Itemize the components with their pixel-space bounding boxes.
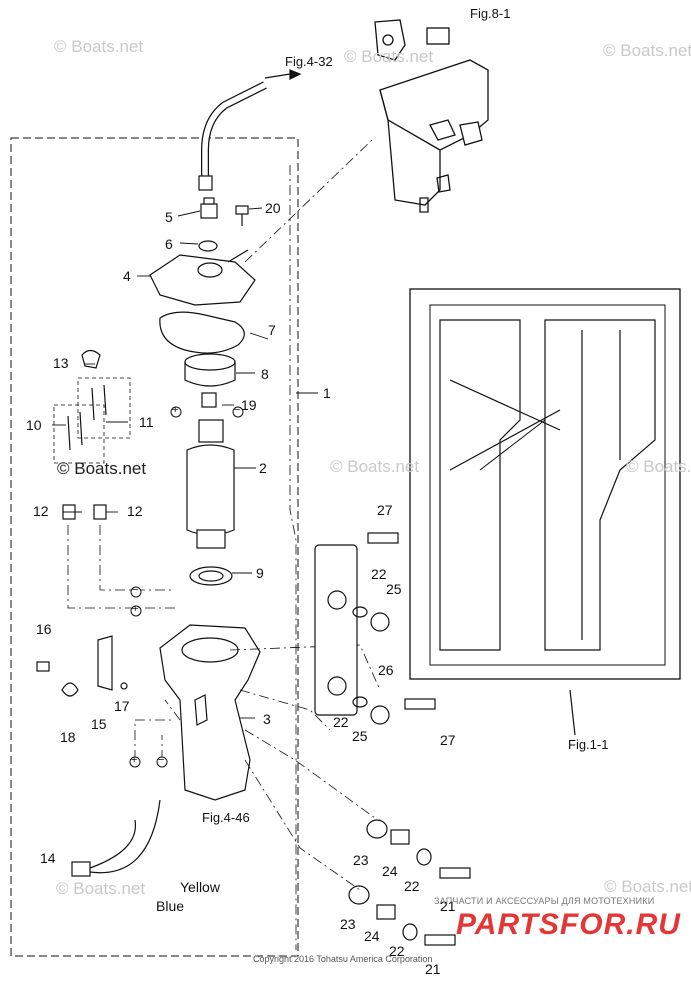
washer-22c [416, 848, 432, 866]
part-number-22a[interactable]: 22 [371, 566, 387, 582]
bolt-27a [367, 532, 399, 544]
bushing-25b [370, 705, 390, 725]
part-number-25b[interactable]: 25 [352, 728, 368, 744]
part-number-19[interactable]: 19 [241, 397, 257, 413]
part-number-12b[interactable]: 12 [127, 503, 143, 519]
watermark: © Boats.net [604, 877, 691, 896]
pump-cover-4 [149, 249, 256, 306]
polarity-plus: + [131, 754, 138, 766]
part-number-10[interactable]: 10 [26, 417, 42, 433]
watermark: © Boats.net [54, 37, 144, 56]
partsfor-watermark: ЗАПЧАСТИ И АКСЕССУАРЫ ДЛЯ МОТОТЕХНИКИ PA… [434, 896, 684, 946]
gasket-7 [159, 311, 245, 354]
washer-22d [402, 923, 418, 941]
watermark: © Boats.net [330, 457, 420, 476]
grommet-23a [366, 819, 388, 839]
part-number-27a[interactable]: 27 [377, 502, 393, 518]
bolt-16 [36, 661, 50, 672]
bracket-15 [97, 635, 113, 691]
part-number-24a[interactable]: 24 [382, 863, 398, 879]
ring-nut-8 [184, 353, 236, 387]
vapor-separator [374, 19, 489, 213]
fitting-5 [200, 197, 218, 219]
fig-ref-1-1[interactable]: Fig.1-1 [568, 737, 609, 752]
part-number-5[interactable]: 5 [165, 209, 173, 225]
screw-20 [235, 205, 249, 226]
part-number-4[interactable]: 4 [123, 268, 131, 284]
part-number-7[interactable]: 7 [268, 322, 276, 338]
part-number-26[interactable]: 26 [378, 662, 394, 678]
bushing-25a [370, 612, 390, 632]
part-number-15[interactable]: 15 [91, 716, 107, 732]
watermark: © Boats.net [626, 457, 691, 476]
watermark-dark: © Boats.net [57, 459, 147, 478]
part-number-21a[interactable]: 21 [440, 898, 456, 914]
watermark: © Boats.net [344, 47, 434, 66]
wire-label-yellow: Yellow [180, 879, 220, 895]
part-number-9[interactable]: 9 [256, 565, 264, 581]
polarity-minus: − [158, 754, 165, 766]
part-number-1[interactable]: 1 [323, 385, 331, 401]
part-number-3[interactable]: 3 [263, 711, 271, 727]
part-number-8[interactable]: 8 [261, 366, 269, 382]
part-number-25a[interactable]: 25 [386, 581, 402, 597]
part-number-23b[interactable]: 23 [340, 916, 356, 932]
wire-blue [89, 799, 161, 874]
part-number-12a[interactable]: 12 [33, 503, 49, 519]
part-number-23a[interactable]: 23 [353, 852, 369, 868]
fig-ref-4-32[interactable]: Fig.4-32 [285, 54, 333, 69]
wire-yellow [89, 819, 137, 869]
clip-13 [81, 349, 101, 369]
washer-22a [352, 606, 368, 618]
clamp-18 [61, 682, 79, 697]
fig-ref-8-1[interactable]: Fig.8-1 [470, 6, 511, 21]
bolt-21a [439, 867, 471, 879]
bolt-27b [404, 698, 436, 710]
part-number-18[interactable]: 18 [60, 729, 76, 745]
part-number-20[interactable]: 20 [265, 200, 281, 216]
part-number-24b[interactable]: 24 [364, 928, 380, 944]
polarity-plus: + [172, 404, 179, 416]
fig-ref-4-46[interactable]: Fig.4-46 [202, 810, 250, 825]
clip-box-10 [53, 404, 105, 464]
part-number-27b[interactable]: 27 [440, 732, 456, 748]
bolt-21b [424, 934, 456, 946]
assembly-boundary [10, 137, 299, 957]
grommet-9 [189, 566, 233, 586]
washer-17 [120, 682, 128, 690]
grommet-23b [348, 885, 370, 905]
part-number-22d[interactable]: 22 [389, 943, 405, 959]
engine-block-inset [409, 288, 681, 736]
part-number-17[interactable]: 17 [114, 698, 130, 714]
brand-tagline: ЗАПЧАСТИ И АКСЕССУАРЫ ДЛЯ МОТОТЕХНИКИ [434, 896, 655, 906]
collar-24a [390, 829, 410, 845]
part-number-2[interactable]: 2 [259, 460, 267, 476]
watermark: © Boats.net [56, 879, 146, 898]
o-ring-6 [198, 240, 218, 252]
polarity-minus: − [132, 584, 139, 596]
fuel-pump-2 [186, 419, 235, 549]
pump-housing-3 [159, 624, 261, 801]
part-number-13[interactable]: 13 [53, 355, 69, 371]
brand-logo: PARTSFOR.RU [456, 908, 681, 941]
part-number-6[interactable]: 6 [165, 236, 173, 252]
part-number-16[interactable]: 16 [36, 621, 52, 637]
watermark: © Boats.net [603, 41, 691, 60]
polarity-minus: − [234, 404, 241, 416]
copyright-text: Copyright 2016 Tohatsu America Corporati… [253, 954, 433, 964]
collar-24b [376, 904, 396, 920]
part-number-14[interactable]: 14 [40, 850, 56, 866]
valve-19 [201, 392, 217, 408]
part-number-22c[interactable]: 22 [404, 878, 420, 894]
polarity-plus: + [132, 603, 139, 615]
mount-bracket-26 [314, 544, 358, 716]
part-number-11[interactable]: 11 [139, 414, 154, 430]
part-number-22b[interactable]: 22 [333, 714, 349, 730]
connector-14 [71, 861, 91, 877]
part-number-21b[interactable]: 21 [425, 961, 441, 977]
screw-12b [93, 504, 107, 520]
wire-label-blue: Blue [156, 898, 185, 914]
washer-22b [352, 696, 368, 708]
